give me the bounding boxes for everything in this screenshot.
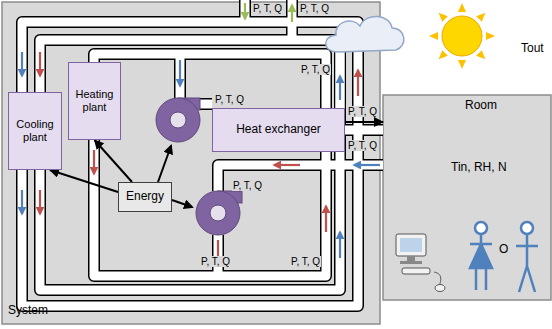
flow-variables: P, T, Q bbox=[347, 106, 378, 117]
cooling-plant-box: Cooling plant bbox=[8, 92, 62, 170]
flow-arrow bbox=[354, 164, 380, 166]
head bbox=[521, 222, 533, 234]
flow-arrow bbox=[325, 206, 327, 232]
flow-arrow bbox=[244, 3, 246, 19]
fan bbox=[196, 191, 242, 235]
node-title: Cooling plant bbox=[12, 118, 58, 143]
node-title: Heat exchanger bbox=[236, 123, 321, 137]
flow-variables: P, T, Q bbox=[252, 3, 283, 14]
monitor bbox=[396, 234, 426, 256]
flow-variables: P, T, Q bbox=[300, 64, 331, 75]
fan-hub bbox=[170, 112, 186, 128]
node-title: Heating plant bbox=[72, 88, 117, 113]
flow-arrow bbox=[339, 232, 341, 258]
person bbox=[516, 222, 538, 292]
connector-arrow bbox=[345, 121, 383, 123]
sun bbox=[429, 3, 495, 69]
sun-ray bbox=[476, 10, 488, 22]
sun-ray bbox=[429, 32, 438, 40]
flow-arrow bbox=[39, 52, 41, 76]
flow-arrow bbox=[21, 190, 23, 214]
flow-variables: P, T, Q bbox=[299, 3, 330, 14]
keyboard bbox=[402, 268, 430, 274]
heat-exchanger-box: Heat exchanger bbox=[212, 108, 345, 152]
monitor-base bbox=[400, 261, 422, 264]
flow-arrow bbox=[291, 5, 293, 22]
energy-arrow bbox=[172, 200, 192, 207]
symbol-label: O bbox=[498, 243, 509, 256]
person bbox=[470, 222, 492, 290]
connector-arrow bbox=[95, 140, 133, 182]
flow-variables: P, T, Q bbox=[290, 256, 321, 267]
symbol-label: Tout bbox=[520, 42, 545, 55]
flow-arrow bbox=[357, 70, 359, 96]
energy-arrow bbox=[158, 146, 171, 182]
flow-arrow bbox=[179, 60, 181, 86]
system-boundary: Cooling plant Heating plantHeat exchanger… bbox=[2, 2, 380, 324]
node-title: Room bbox=[465, 99, 497, 113]
node-title: System bbox=[8, 304, 48, 318]
fan-housing bbox=[156, 98, 200, 142]
screen bbox=[400, 238, 422, 252]
heating-plant-box: Heating plant bbox=[68, 62, 121, 140]
sun-ray bbox=[436, 50, 448, 62]
sun-ray bbox=[486, 32, 495, 40]
flow-arrow bbox=[339, 76, 341, 100]
node-note: Tin, RH, N bbox=[451, 161, 507, 175]
connector-arrow bbox=[50, 170, 118, 192]
monitor-stand bbox=[407, 256, 415, 261]
sun-disc bbox=[442, 16, 482, 56]
flow-arrow bbox=[21, 52, 23, 76]
body bbox=[470, 234, 492, 290]
body bbox=[516, 234, 538, 292]
sun-ray bbox=[458, 3, 466, 12]
mouse bbox=[435, 285, 445, 292]
flow-arrow bbox=[274, 164, 300, 166]
cloud bbox=[326, 16, 404, 52]
fan bbox=[156, 98, 200, 142]
fan-hub bbox=[210, 205, 226, 221]
computer bbox=[396, 234, 445, 292]
cloud-shape bbox=[326, 16, 404, 52]
flow-variables: P, T, Q bbox=[214, 94, 245, 105]
flow-variables: P, T, Q bbox=[347, 140, 378, 151]
energy-box: Energy bbox=[118, 182, 172, 212]
node-title: Energy bbox=[126, 190, 164, 204]
sun-ray bbox=[458, 60, 466, 69]
mouse-cable bbox=[434, 272, 441, 284]
sun-ray bbox=[476, 50, 488, 62]
flow-variables: P, T, Q bbox=[232, 180, 263, 191]
room-boundary: RoomTin, RH, N bbox=[383, 95, 551, 300]
head bbox=[475, 222, 487, 234]
room-ground bbox=[383, 95, 551, 300]
fan-housing bbox=[196, 191, 240, 235]
flow-arrow bbox=[39, 190, 41, 214]
sun-ray bbox=[436, 10, 448, 22]
flow-arrow bbox=[93, 150, 95, 174]
flow-variables: P, T, Q bbox=[200, 256, 231, 267]
